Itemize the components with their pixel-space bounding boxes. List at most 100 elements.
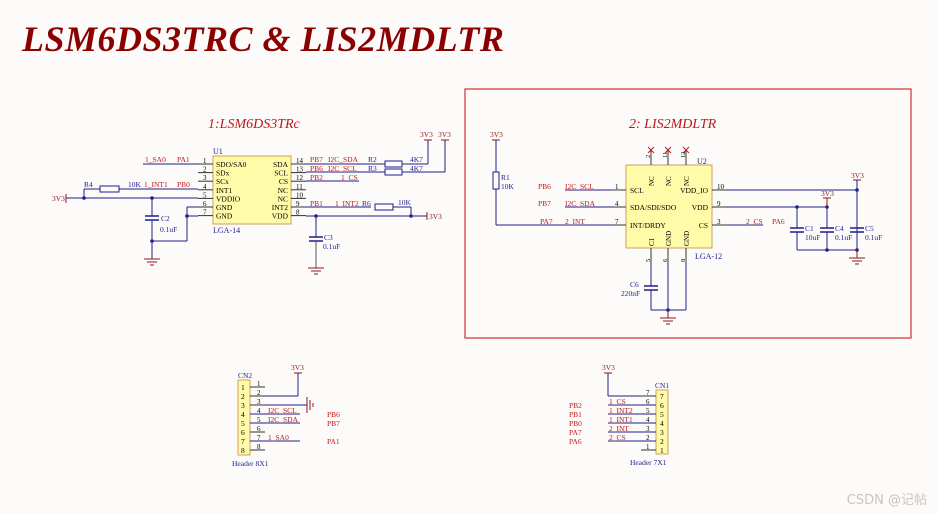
cn1-body-pin-number: 1 bbox=[660, 446, 664, 455]
power-label-3v3: 3V3 bbox=[291, 363, 304, 372]
resistor-r4[interactable] bbox=[99, 185, 120, 193]
u1-pin-name: GND bbox=[216, 212, 233, 221]
cn2-body-pin-number: 4 bbox=[241, 410, 245, 419]
u1-pin-number: 2 bbox=[203, 166, 207, 174]
c2-value: 0.1uF bbox=[160, 225, 177, 234]
power-label-3v3: 3V3 bbox=[602, 363, 615, 372]
u1-pin-number: 7 bbox=[203, 209, 207, 217]
cn1-body-pin-number: 4 bbox=[660, 419, 664, 428]
resistor-r6[interactable] bbox=[374, 203, 394, 211]
cn1-pin-number: 1 bbox=[646, 443, 650, 451]
junction bbox=[150, 239, 154, 243]
power-label-3v3: 3V3 bbox=[438, 130, 451, 139]
ground-icon bbox=[660, 317, 676, 325]
cn1-port-label: PA6 bbox=[569, 437, 582, 446]
resistor-r1[interactable] bbox=[492, 171, 500, 190]
port-label-pb1: PB1 bbox=[310, 199, 323, 208]
cn2-pin-number: 3 bbox=[257, 398, 261, 406]
resistor-r3[interactable] bbox=[384, 168, 403, 176]
u2-pin-number: 8 bbox=[680, 259, 687, 262]
r1-ref: R1 bbox=[501, 173, 510, 182]
c1-ref: C1 bbox=[805, 224, 814, 233]
cn1-pin-number: 3 bbox=[646, 425, 650, 433]
c4-value: 0.1uF bbox=[835, 233, 852, 242]
r3-ref: R3 bbox=[368, 164, 377, 173]
u1-pin-number: 5 bbox=[203, 191, 207, 199]
cn1-body-pin-number: 5 bbox=[660, 410, 664, 419]
r2-value: 4K7 bbox=[410, 155, 423, 164]
u2-pin-number: 1 bbox=[615, 183, 619, 191]
cn1-body[interactable] bbox=[655, 389, 669, 455]
power-label-3v3: 3V3 bbox=[429, 212, 442, 221]
cn2-pin-number: 6 bbox=[257, 425, 261, 433]
u2-pin-name: NC bbox=[665, 176, 673, 186]
net-label-2-int: 2_INT bbox=[565, 217, 585, 226]
u2-package: LGA-12 bbox=[695, 252, 722, 261]
r2-ref: R2 bbox=[368, 155, 377, 164]
cn1-net-label: 1_INT1 bbox=[609, 415, 633, 424]
cn1-port-label: PB1 bbox=[569, 410, 582, 419]
net-label-i2c-sda: I2C_SDA bbox=[328, 155, 359, 164]
no-connect-icon bbox=[682, 146, 690, 154]
cn1-pin-number: 5 bbox=[646, 407, 650, 415]
net-label-1-sa0: 1_SA0 bbox=[145, 155, 166, 164]
cn2-body-pin-number: 8 bbox=[241, 446, 245, 455]
u2-pin-number: 2 bbox=[645, 155, 652, 158]
junction bbox=[409, 214, 413, 218]
port-label-pa6: PA6 bbox=[772, 217, 785, 226]
c3-ref: C3 bbox=[324, 233, 333, 242]
cn2-body-pin-number: 1 bbox=[241, 383, 245, 392]
cn1-port-label: PA7 bbox=[569, 428, 582, 437]
cn1-net-label: 2_INT bbox=[609, 424, 629, 433]
cn2-net-label: 1_SA0 bbox=[268, 433, 289, 442]
u1-pin-name: VDDIO bbox=[216, 194, 241, 203]
cn1-designator: CN1 bbox=[655, 381, 669, 390]
net-label-1-int2: 1_INT2 bbox=[335, 199, 359, 208]
u2-pin-number: 6 bbox=[662, 258, 669, 262]
net-label-1-cs: 1_CS bbox=[341, 173, 358, 182]
cn1-pin-number: 7 bbox=[646, 389, 650, 397]
u1-pin-name: SCL bbox=[274, 169, 288, 178]
u2-pin-name: SDA/SDI/SDO bbox=[630, 203, 677, 212]
cn1-footer: Header 7X1 bbox=[630, 458, 667, 467]
cn2-body-pin-number: 5 bbox=[241, 419, 245, 428]
port-label-pb2: PB2 bbox=[310, 173, 323, 182]
junction bbox=[825, 248, 829, 252]
cn2-pin-number: 2 bbox=[257, 389, 261, 397]
cn2-pin-number: 4 bbox=[257, 407, 261, 415]
u1-pin-name: NC bbox=[278, 186, 288, 195]
u1-section-title: 1:LSM6DS3TRc bbox=[208, 117, 301, 132]
u2-pin-name: NC bbox=[648, 176, 656, 186]
c6-ref: C6 bbox=[630, 280, 639, 289]
power-label-3v3: 3V3 bbox=[821, 189, 834, 198]
u2-pin-number: 5 bbox=[645, 259, 652, 262]
power-label-3v3: 3V3 bbox=[851, 171, 864, 180]
junction bbox=[82, 196, 86, 200]
r4-ref: R4 bbox=[84, 180, 93, 189]
r1-value: 10K bbox=[501, 182, 515, 191]
port-label-pa7: PA7 bbox=[540, 217, 553, 226]
junction bbox=[185, 214, 189, 218]
cn1-pin-number: 6 bbox=[646, 398, 650, 406]
u1-body[interactable] bbox=[212, 155, 292, 225]
cn2-body-pin-number: 6 bbox=[241, 428, 245, 437]
u2-pin-number: 11 bbox=[662, 152, 669, 158]
u1-pin-number: 11 bbox=[296, 183, 303, 191]
c6-value: 220nF bbox=[621, 289, 640, 298]
resistor-r2[interactable] bbox=[384, 160, 403, 168]
r6-ref: R6 bbox=[362, 199, 371, 208]
cn1-body-pin-number: 2 bbox=[660, 437, 664, 446]
cn2-footer: Header 8X1 bbox=[232, 459, 269, 468]
no-connect-icon bbox=[664, 146, 672, 154]
cn2-body[interactable] bbox=[237, 379, 251, 456]
cn2-port-label: PA1 bbox=[327, 437, 340, 446]
port-label-pb7: PB7 bbox=[538, 199, 551, 208]
